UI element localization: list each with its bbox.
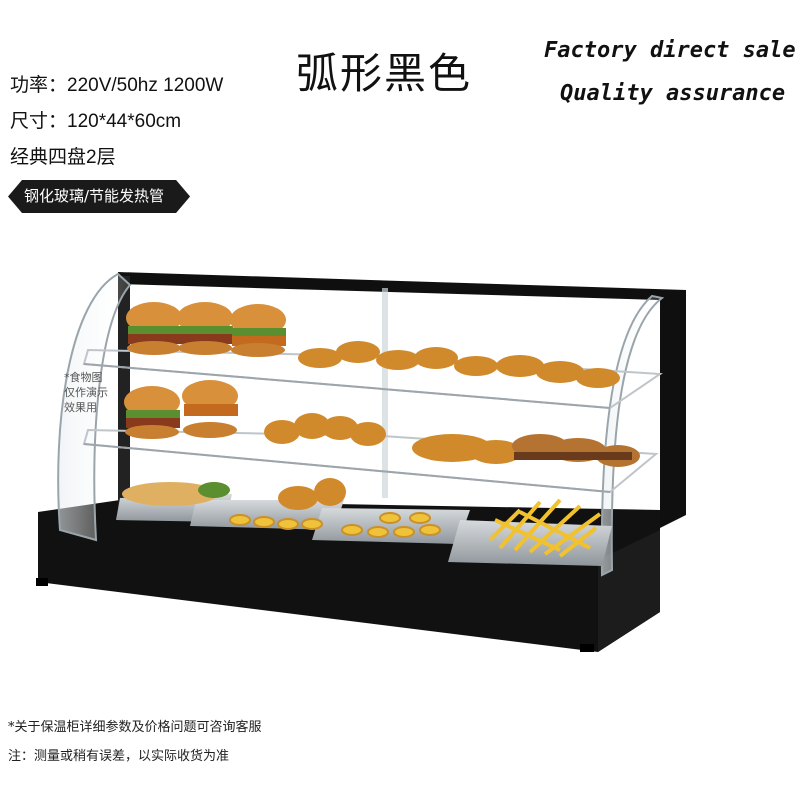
demo-note-line-2: 仅作演示 xyxy=(64,386,108,399)
footnote-consult: *关于保温柜详细参数及价格问题可咨询客服 xyxy=(8,720,262,735)
feature-badge: 钢化玻璃/节能发热管 xyxy=(8,180,190,213)
slogan-quality: Quality assurance xyxy=(560,81,786,106)
upper-shelf xyxy=(82,302,663,410)
demo-note-line-1: *食物图 xyxy=(64,371,103,384)
slogan-factory-direct: Factory direct sale xyxy=(544,38,796,63)
chicken-legs-icon xyxy=(278,478,346,510)
spec-layout: 经典四盘2层 xyxy=(10,147,116,168)
product-title: 弧形黑色 xyxy=(296,49,473,98)
spec-list: 功率：220V/50hz 1200W 尺寸：120*44*60cm 经典四盘2层 xyxy=(10,68,223,176)
sandwich-icon xyxy=(512,434,640,467)
lower-shelf xyxy=(82,380,659,494)
chicken-wings-icon xyxy=(298,341,620,388)
spec-power: 功率：220V/50hz 1200W xyxy=(10,75,224,96)
fries-icon xyxy=(488,498,602,558)
demo-note-line-3: 效果用 xyxy=(64,401,97,414)
cabinet-frame xyxy=(118,272,686,528)
burger-icon-lower xyxy=(124,380,238,439)
curved-glass xyxy=(57,272,665,577)
footnote-measurement: 注：测量或稍有误差，以实际收货为准 xyxy=(8,749,230,764)
tacos-icon xyxy=(122,482,230,506)
fried-chicken-icon xyxy=(264,413,522,464)
bottom-trays xyxy=(116,478,612,566)
demo-image-note: *食物图 仅作演示 效果用 xyxy=(64,370,124,415)
egg-tarts-icon xyxy=(229,512,441,538)
spec-size: 尺寸：120*44*60cm xyxy=(10,111,182,132)
burger-icon xyxy=(126,302,286,357)
